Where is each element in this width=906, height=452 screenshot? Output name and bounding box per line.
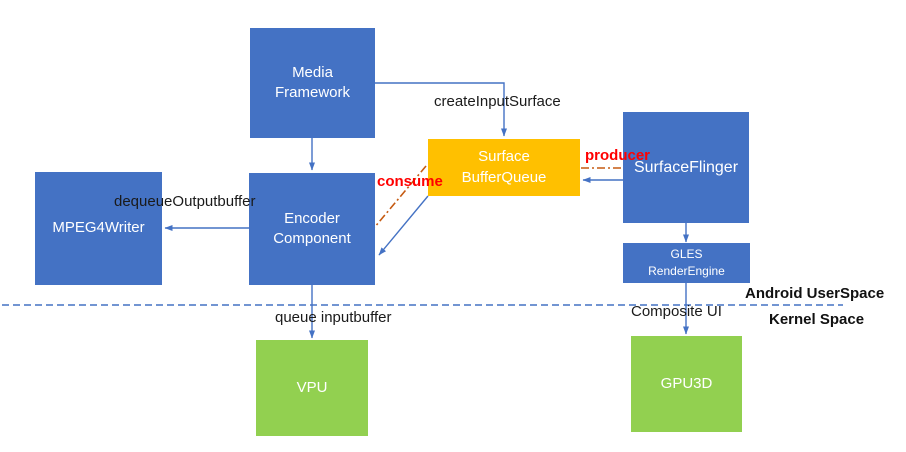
node-surface-bufferqueue: Surface BufferQueue bbox=[428, 139, 580, 196]
node-surfaceflinger: SurfaceFlinger bbox=[623, 112, 749, 223]
label-kernel-space: Kernel Space bbox=[769, 311, 865, 328]
edge-bq-to-encoder bbox=[378, 195, 429, 256]
edge-create-input-surface bbox=[375, 82, 507, 137]
label-consume: consume bbox=[377, 173, 443, 190]
label-queue-input-buffer: queue inputbuffer bbox=[275, 309, 392, 326]
node-mpeg4writer: MPEG4Writer bbox=[35, 172, 162, 285]
node-vpu: VPU bbox=[256, 340, 368, 436]
label-producer: producer bbox=[585, 147, 651, 164]
edge-consume-dashdot bbox=[373, 165, 427, 229]
label-composite-ui: Composite UI bbox=[631, 303, 722, 320]
node-media-framework: Media Framework bbox=[250, 28, 375, 138]
node-gles-renderengine: GLES RenderEngine bbox=[623, 243, 750, 283]
node-encoder-component: Encoder Component bbox=[249, 173, 375, 285]
label-dequeue-output-buffer: dequeueOutputbuffer bbox=[114, 193, 256, 210]
label-create-input-surface: createInputSurface bbox=[434, 93, 561, 110]
label-android-userspace: Android UserSpace bbox=[745, 285, 885, 302]
node-gpu3d: GPU3D bbox=[631, 336, 742, 432]
